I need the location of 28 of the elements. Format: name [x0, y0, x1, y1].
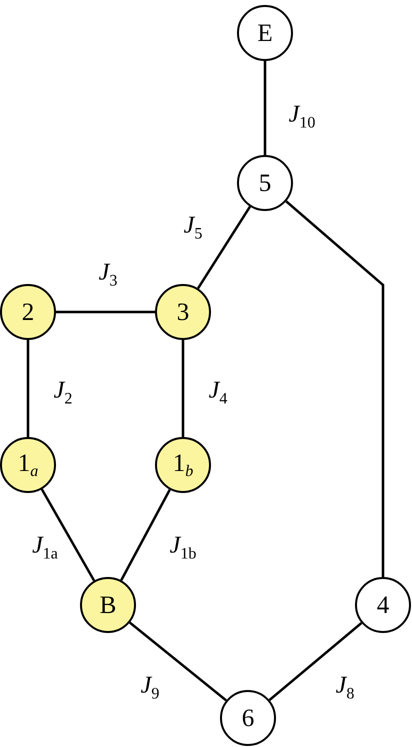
- edge-label: J$_{2}$: [54, 378, 72, 408]
- node-circle: 2: [0, 284, 56, 340]
- edge-label: J$_{3}$: [98, 260, 118, 290]
- connector-line: [26, 340, 30, 437]
- edge-label: J$_{10}$: [288, 102, 316, 132]
- connector-line: [56, 310, 155, 314]
- edge-label: J$_{9}$: [140, 674, 160, 702]
- connector-line: [40, 488, 96, 582]
- node-circle: 5: [237, 155, 293, 211]
- connector-line: [182, 340, 184, 437]
- connector-line: [285, 200, 384, 577]
- node-circle: 1$_{a}$: [0, 437, 56, 493]
- edge-label: J$_{1a}$: [32, 534, 58, 562]
- edge-label: J$_{4}$: [208, 378, 228, 408]
- node-circle: 3: [155, 284, 211, 340]
- node-circle: B: [80, 577, 136, 633]
- connector-line: [120, 489, 171, 581]
- connector-line: [268, 622, 362, 701]
- connector-line: [264, 61, 266, 155]
- edge-label: J$_{5}$: [184, 214, 202, 242]
- node-circle: 1$_{b}$: [155, 437, 211, 493]
- node-circle: E: [237, 5, 293, 61]
- edge-label: J$_{8}$: [336, 674, 354, 702]
- connector-line: [196, 206, 252, 290]
- node-circle: 4: [355, 577, 411, 633]
- connector-line: [129, 622, 227, 702]
- edge-label: J$_{1b}$: [170, 534, 196, 562]
- node-circle: 6: [220, 690, 276, 746]
